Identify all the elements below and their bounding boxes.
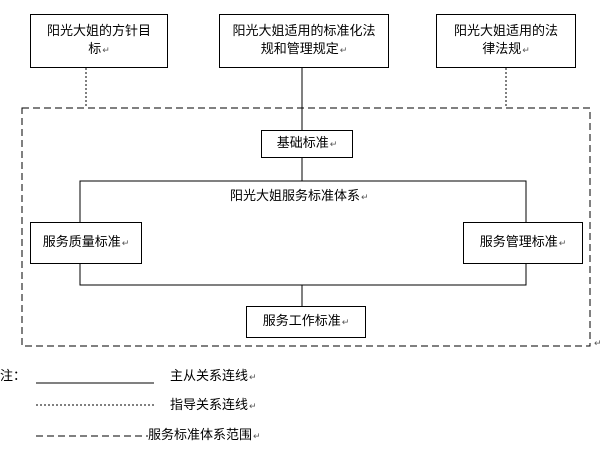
service-management-standard-box: 服务管理标准↵: [463, 222, 583, 264]
standardization-rules-box: 阳光大姐适用的标准化法规和管理规定↵: [219, 14, 389, 68]
policy-box: 阳光大姐的方针目标↵: [30, 14, 168, 68]
legend-dashed-label: 服务标准体系范围↵: [148, 428, 261, 443]
paragraph-mark: ↵: [594, 339, 602, 349]
system-title: 阳光大姐服务标准体系↵: [230, 189, 369, 204]
legend-prefix: 注：: [0, 369, 27, 384]
service-work-standard-box: 服务工作标准↵: [246, 306, 366, 338]
service-quality-standard-box: 服务质量标准↵: [30, 222, 142, 264]
system-scope-boundary: [21, 107, 591, 347]
legend-solid-label: 主从关系连线↵: [170, 369, 257, 384]
laws-box: 阳光大姐适用的法律法规↵: [436, 14, 576, 68]
basic-standard-box: 基础标准↵: [261, 130, 353, 158]
legend-dotted-label: 指导关系连线↵: [170, 398, 257, 413]
